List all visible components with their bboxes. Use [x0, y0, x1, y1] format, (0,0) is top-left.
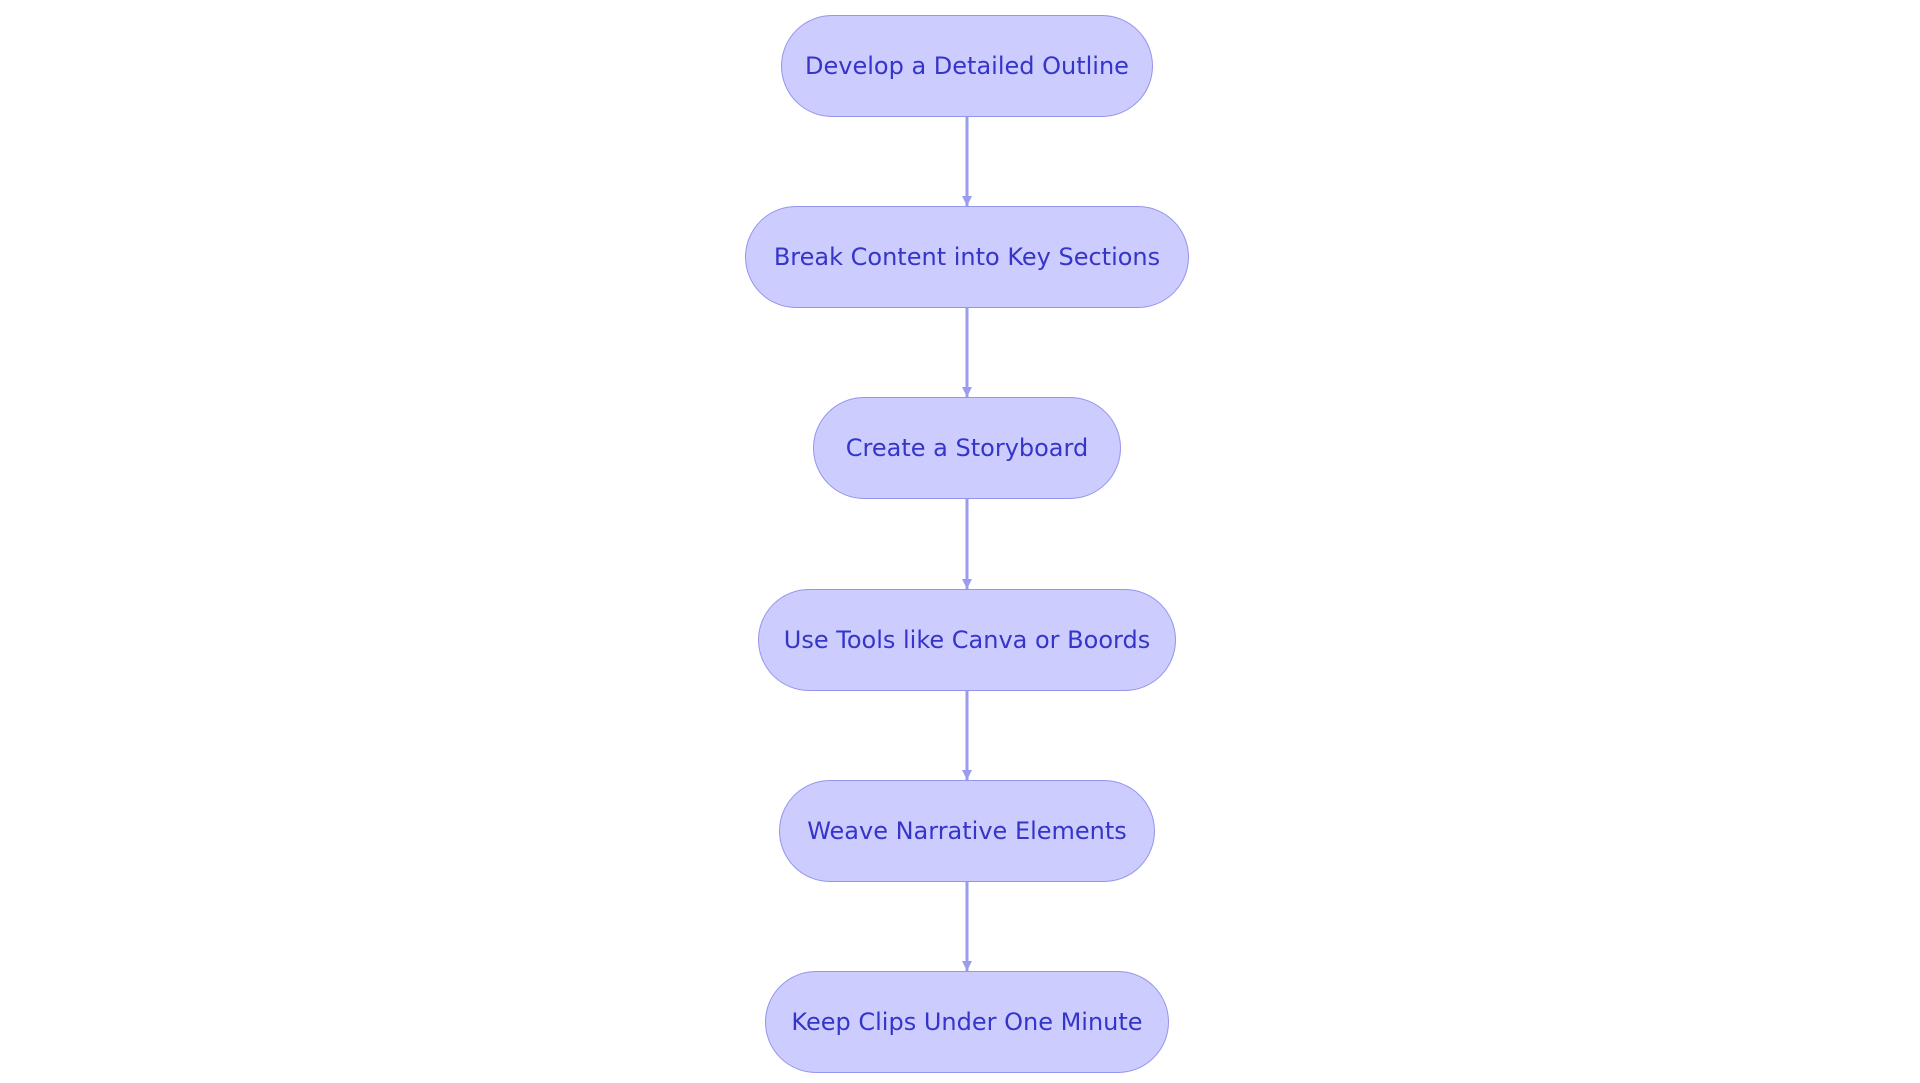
step-keep-clips-short: Keep Clips Under One Minute — [765, 971, 1169, 1073]
step-break-content: Break Content into Key Sections — [745, 206, 1189, 308]
step-create-storyboard: Create a Storyboard — [813, 397, 1121, 499]
step-develop-outline: Develop a Detailed Outline — [781, 15, 1153, 117]
step-weave-narrative: Weave Narrative Elements — [779, 780, 1155, 882]
step-use-tools: Use Tools like Canva or Boords — [758, 589, 1176, 691]
